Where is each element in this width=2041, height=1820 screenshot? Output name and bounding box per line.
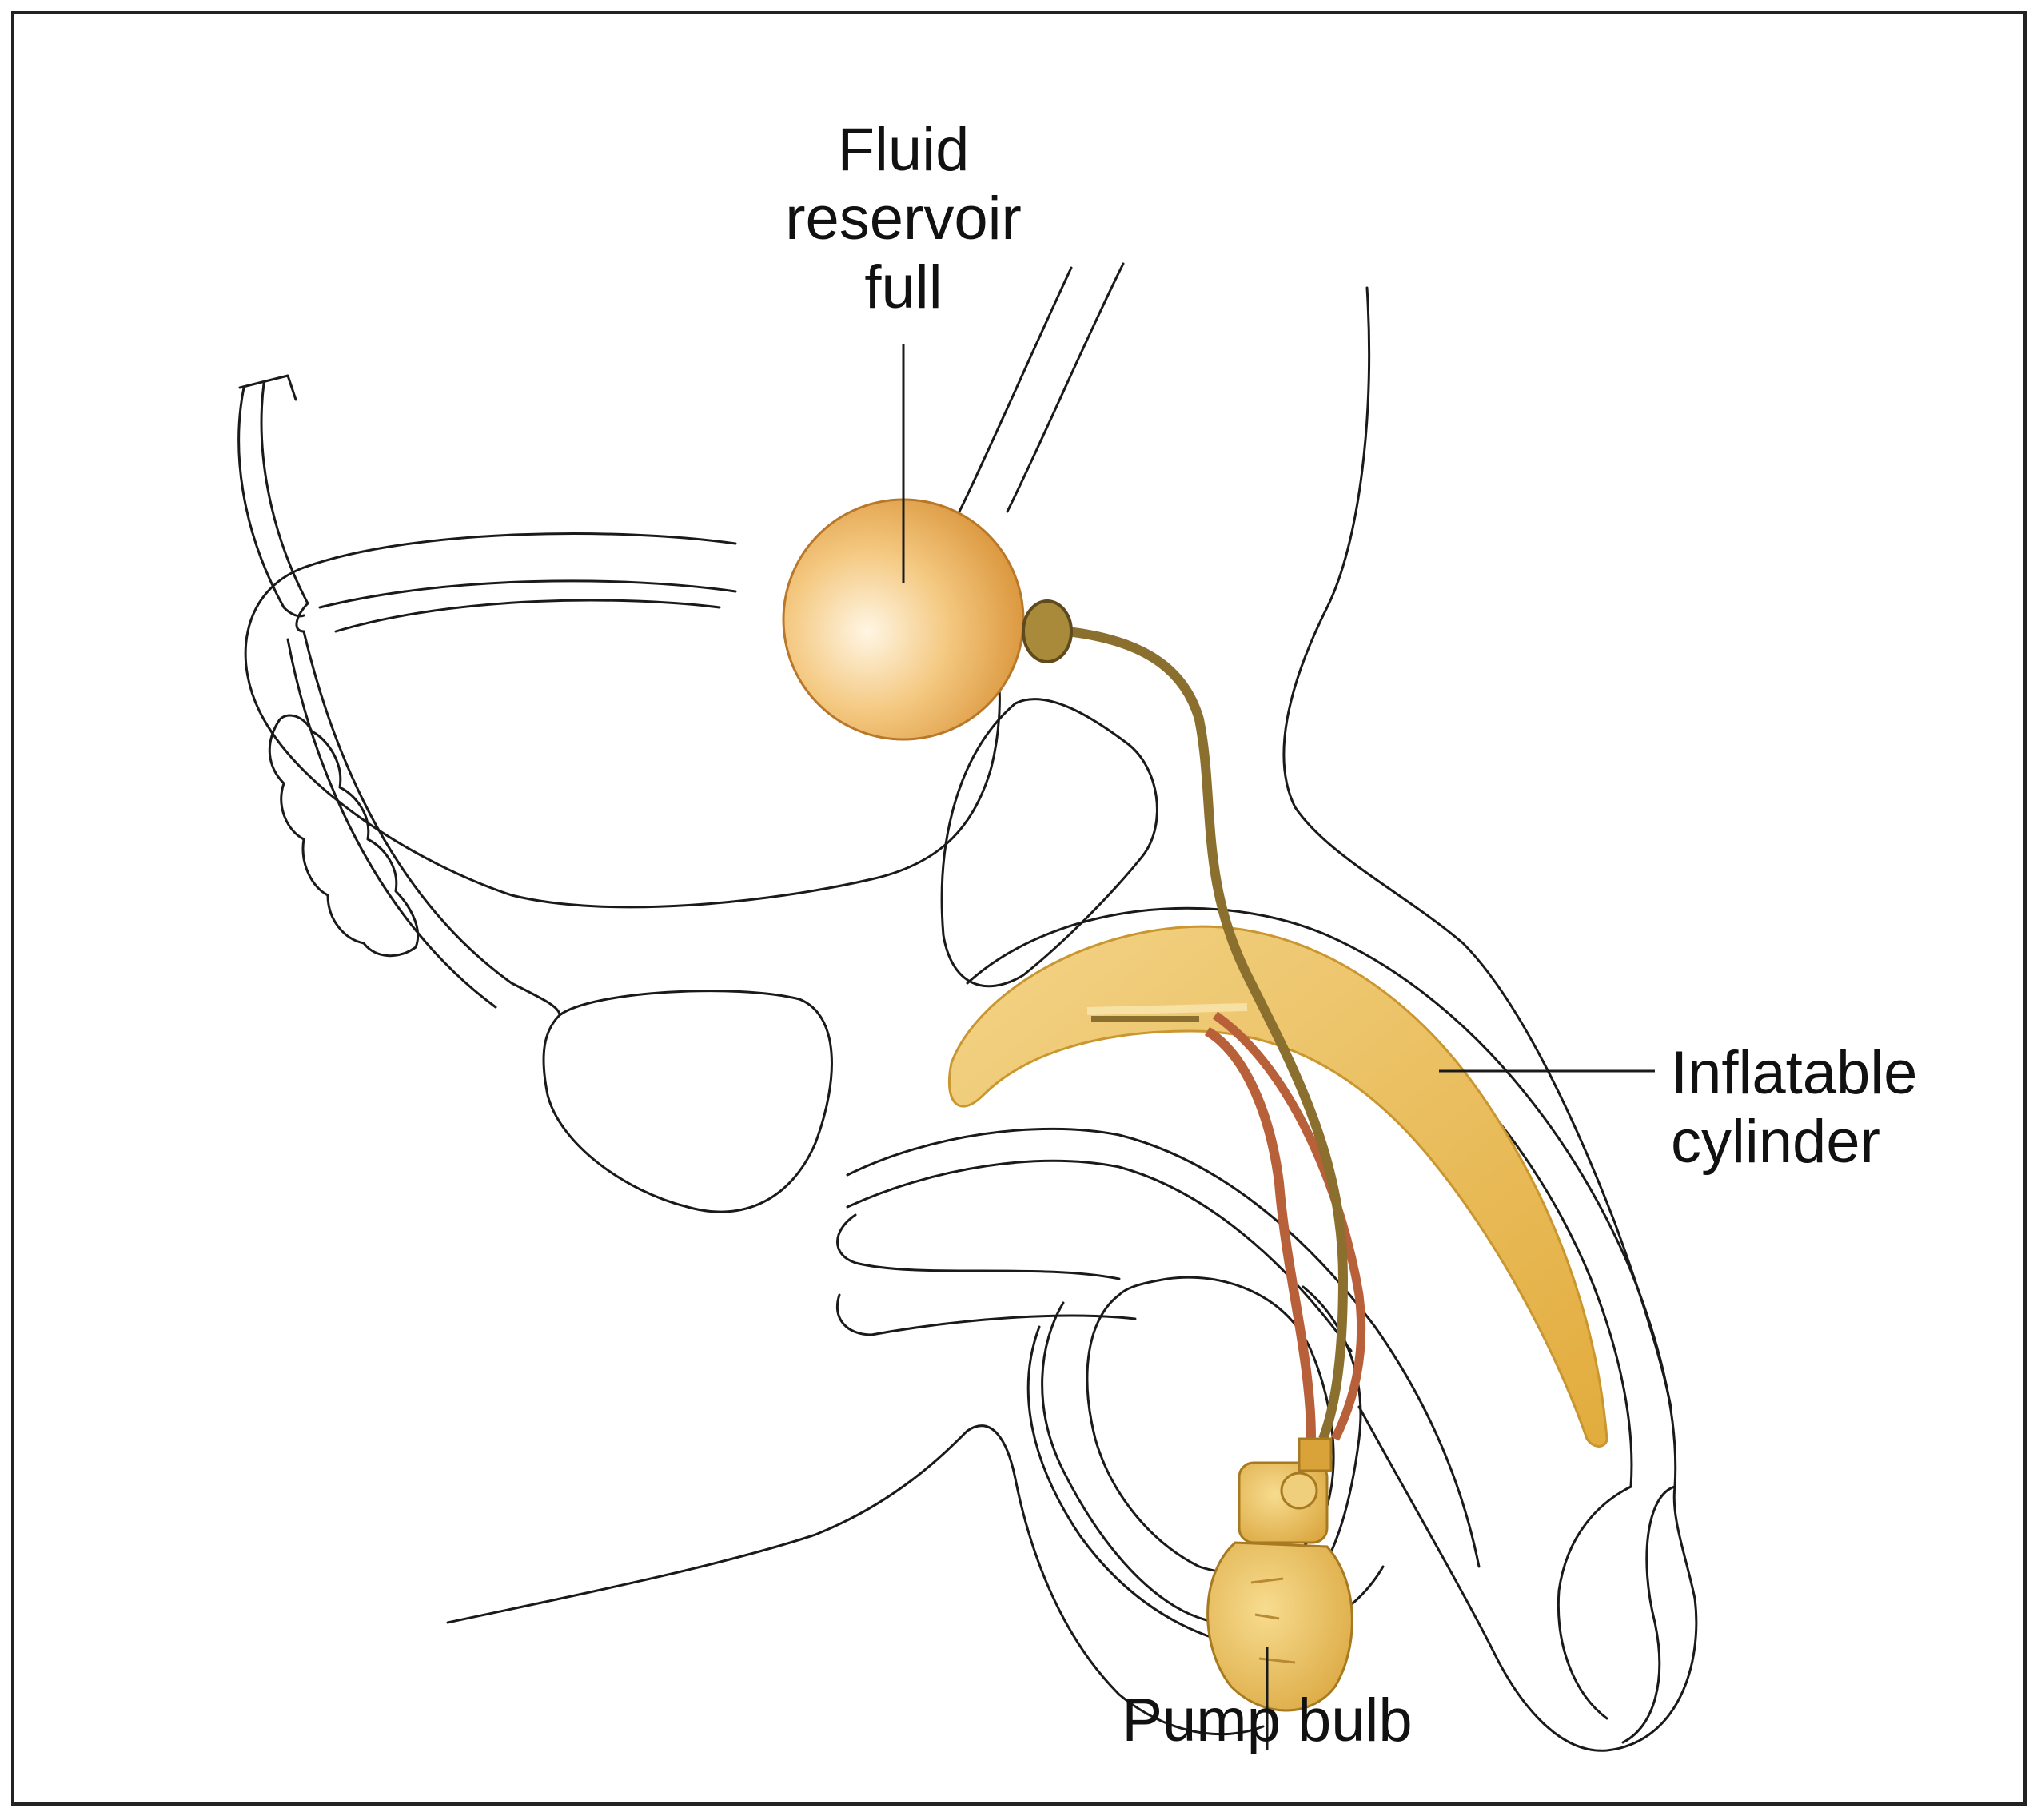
- pump-label: Pump bulb: [1039, 1687, 1495, 1755]
- reservoir-label: Fluid reservoir full: [735, 116, 1071, 322]
- urethra-line-1: [846, 1127, 1481, 1568]
- prostate-outline: [542, 990, 833, 1213]
- inflatable-cylinder: [947, 925, 1608, 1448]
- bladder-outline: [244, 532, 1001, 909]
- pump-tube-rust: [1204, 1026, 1316, 1440]
- corpus-spongiosum: [836, 1213, 1121, 1280]
- pubic-bone: [940, 698, 1158, 988]
- abdominal-wall: [1282, 286, 1672, 1408]
- reservoir-tube: [1066, 627, 1349, 1441]
- reservoir-label-line-2: reservoir: [785, 185, 1022, 253]
- abdomen-outline: [958, 266, 1073, 513]
- pump-label-text: Pump bulb: [1122, 1687, 1413, 1754]
- abdomen-inner-line: [1006, 262, 1125, 513]
- reservoir-label-line-1: Fluid: [837, 116, 970, 184]
- pump-bulb: [1206, 1437, 1353, 1712]
- cylinder-label-line-1: Inflatable: [1671, 1039, 1918, 1107]
- cylinder-label-line-2: cylinder: [1671, 1108, 1880, 1176]
- seminal-vesicle: [268, 714, 420, 958]
- reservoir-valve: [1022, 599, 1073, 663]
- perineum-line: [446, 1424, 1265, 1736]
- cylinder-label: Inflatable cylinder: [1671, 1039, 1917, 1177]
- reservoir-label-line-3: full: [864, 253, 943, 321]
- figure-frame: [11, 11, 2027, 1806]
- glans-outline: [1621, 1485, 1676, 1744]
